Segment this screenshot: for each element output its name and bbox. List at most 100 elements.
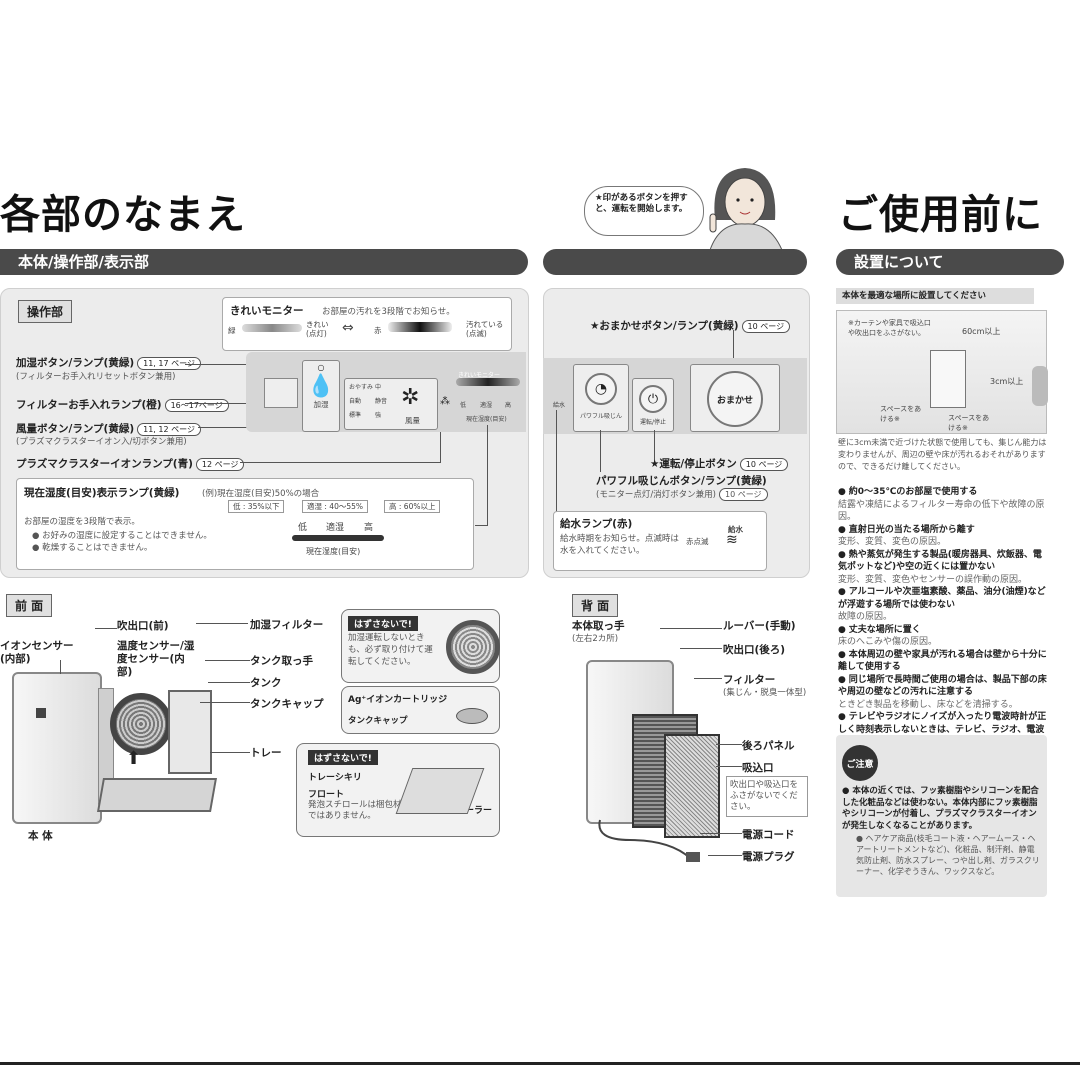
monitor-green-bar	[242, 324, 302, 332]
caution-text: ● 本体の近くでは、フッ素樹脂やシリコーンを配合した化粧品などは使わない。本体内…	[842, 786, 1039, 831]
humidity-bullet-0: ● お好みの湿度に設定することはできません。	[32, 531, 212, 541]
tray-image	[97, 778, 217, 812]
ag-title: Ag⁺イオンカートリッジ	[348, 695, 448, 705]
warning-2-item-0: トレーシキリ	[308, 773, 362, 783]
humidity-caption: 現在湿度(目安)	[306, 547, 361, 556]
warning-1-title: はずさないで!	[348, 616, 418, 631]
section-bar-main: 本体/操作部/表示部	[0, 249, 528, 275]
water-blink-icon: ≋	[726, 532, 738, 548]
setup-bullet-6: ● 同じ場所で長時間ご使用の場合は、製品下部の床や周辺の壁などの汚れに注意すると…	[838, 674, 1047, 710]
onoff-button[interactable]: ⏻ 運転/停止	[632, 378, 674, 432]
setup-unit-image	[930, 350, 966, 408]
operation-tag: 操作部	[18, 300, 73, 323]
monitor-red-bar	[388, 322, 452, 332]
warning-2-item-3: ローラー	[456, 806, 493, 816]
front-label-outlet: 吹出口(前)	[117, 620, 169, 632]
setup-bullet-5: ● 本体周辺の壁や家具が汚れる場合は壁から十分に離して使用する	[838, 649, 1047, 673]
setup-dist-side: 3cm以上	[990, 377, 1024, 386]
arrow-up-icon: ⬆	[126, 748, 142, 769]
humidity-range-mid: 適湿 : 40〜55%	[302, 500, 369, 513]
back-label-inlet: 吸込口	[742, 762, 774, 774]
monitor-clean: きれい(点灯)	[306, 320, 329, 338]
power-icon: ⏻	[639, 385, 667, 413]
back-tag: 背 面	[572, 594, 619, 617]
arrow-both-icon: ⇔	[342, 320, 354, 336]
back-label-handle: 本体取っ手	[572, 620, 625, 632]
humidity-bottom-high: 高	[364, 523, 374, 533]
speech-bubble: ★印があるボタンを押すと、運転を開始します。	[584, 186, 704, 236]
back-panel-image	[664, 734, 720, 838]
powerful-button[interactable]: ◔ パワフル吸じん	[573, 364, 629, 432]
water-desc: 給水時期をお知らせ。点滅時は水を入れてください。	[560, 534, 679, 556]
setup-dist-top: 60cm以上	[962, 327, 1001, 336]
powerful-button-label: パワフル吸じん	[579, 413, 622, 420]
monitor-panel-bar	[456, 378, 520, 386]
humid-button-label: 加湿	[313, 400, 329, 409]
setup-subtitle: 本体を最適な場所に設置してください	[836, 288, 1034, 304]
humidity-example: (例)現在湿度(目安)50%の場合	[202, 489, 320, 499]
monitor-panel-label: きれいモニター	[458, 372, 501, 379]
setup-curtain-note: ※カーテンや家具で吸込口や吹出口をふさがない。	[848, 319, 931, 337]
front-label-tank-cap: タンクキャップ	[250, 698, 324, 710]
warning-2-item-2: 発泡スチロールは梱包材ではありません。	[308, 800, 402, 821]
monitor-desc: お部屋の汚れを3段階でお知らせ。	[322, 307, 455, 317]
front-label-temp-sensor: 温度センサー/湿度センサー(内部)	[117, 640, 195, 678]
front-label-tray: トレー	[250, 747, 282, 759]
humidity-title: 現在湿度(目安)表示ランプ(黄緑)	[24, 487, 180, 499]
humidity-bottom-low: 低	[298, 523, 308, 533]
fan-icon[interactable]: ✲	[401, 385, 420, 410]
label-plasma-lamp: プラズマクラスターイオンランプ(青)12 ページ	[16, 456, 245, 471]
warning-1-text: 加湿運転しないときも、必ず取り付けて運転してください。	[348, 633, 433, 667]
back-label-panel: 後ろパネル	[742, 740, 795, 752]
water-title: 給水ランプ(赤)	[560, 518, 633, 530]
humidity-bullet-1: ● 乾燥することはできません。	[32, 543, 153, 553]
droplet-icon: 💧	[307, 374, 335, 399]
water-side-label: 給水	[553, 402, 566, 409]
monitor-title: きれいモニター	[230, 305, 304, 317]
filter-round-image	[446, 620, 500, 674]
water-box	[553, 511, 767, 571]
section-bar-setup: 設置について	[836, 249, 1064, 275]
page-title-left: 各部のなまえ	[0, 192, 246, 238]
fan-button-label: 風量	[405, 416, 420, 425]
back-label-louver: ルーバー(手動)	[723, 620, 796, 632]
setup-bullet-0: ● 約0〜35℃のお部屋で使用する結露や凍結によるフィルター寿命の低下や故障の原…	[838, 487, 1045, 522]
humidity-bar	[292, 535, 384, 541]
back-note: 吹出口や吸込口をふさがないでください。	[726, 776, 808, 817]
front-logo-icon	[36, 708, 46, 718]
section-bar-main-right	[543, 249, 807, 275]
back-label-filter-sub: (集じん・脱臭一体型)	[723, 688, 807, 698]
humid-level-1: 適湿	[480, 402, 493, 409]
omakase-label: ★おまかせボタン/ランプ(黄緑)10 ページ	[590, 318, 791, 333]
back-label-cord: 電源コード	[742, 829, 795, 841]
setup-bullet-2: ● 熱や蒸気が発生する製品(暖房器具、炊飯器、電気ポットなど)や空の近くには置か…	[838, 549, 1042, 585]
caution-title: ご注意	[842, 745, 878, 781]
setup-space-1: スペースをあける※	[880, 405, 922, 423]
humid-level-2: 高	[505, 402, 512, 409]
fan-opt-5: 強	[375, 412, 382, 419]
front-label-humid-filter: 加湿フィルター	[250, 619, 324, 631]
cap-image	[456, 708, 488, 724]
label-filter-lamp: フィルターお手入れランプ(橙)16〜17ページ	[16, 397, 229, 412]
back-label-handle-sub: (左右2カ所)	[572, 634, 619, 644]
woman-illustration-icon	[709, 168, 783, 250]
omakase-button[interactable]: おまかせ	[690, 364, 780, 432]
ag-cap: タンクキャップ	[348, 716, 408, 726]
fan-opt-2: 静音	[375, 398, 388, 405]
humidity-range-low: 低 : 35%以下	[228, 500, 285, 513]
setup-space-2: スペースをあける※	[948, 414, 990, 432]
front-label-ion-sensor: イオンセンサー(内部)	[0, 640, 74, 665]
humid-level-0: 低	[460, 402, 467, 409]
humid-lamp-icon: ○	[317, 363, 325, 372]
back-label-filter: フィルター	[723, 674, 776, 686]
warning-2-title: はずさないで!	[308, 750, 378, 765]
fan-opt-3: 中	[375, 384, 382, 391]
front-unit-image	[12, 672, 102, 824]
humid-button[interactable]: ○ 💧 加湿	[302, 360, 340, 432]
humid-filter-image	[110, 693, 172, 755]
water-icon-label: 給水	[728, 525, 743, 534]
water-blink-label: 赤点滅	[686, 537, 709, 546]
power-cord-icon	[598, 819, 700, 862]
caution-sub: ● ヘアケア商品(枝毛コート液・ヘアームース・ヘアートリートメントなど)、化粧品…	[856, 834, 1040, 876]
